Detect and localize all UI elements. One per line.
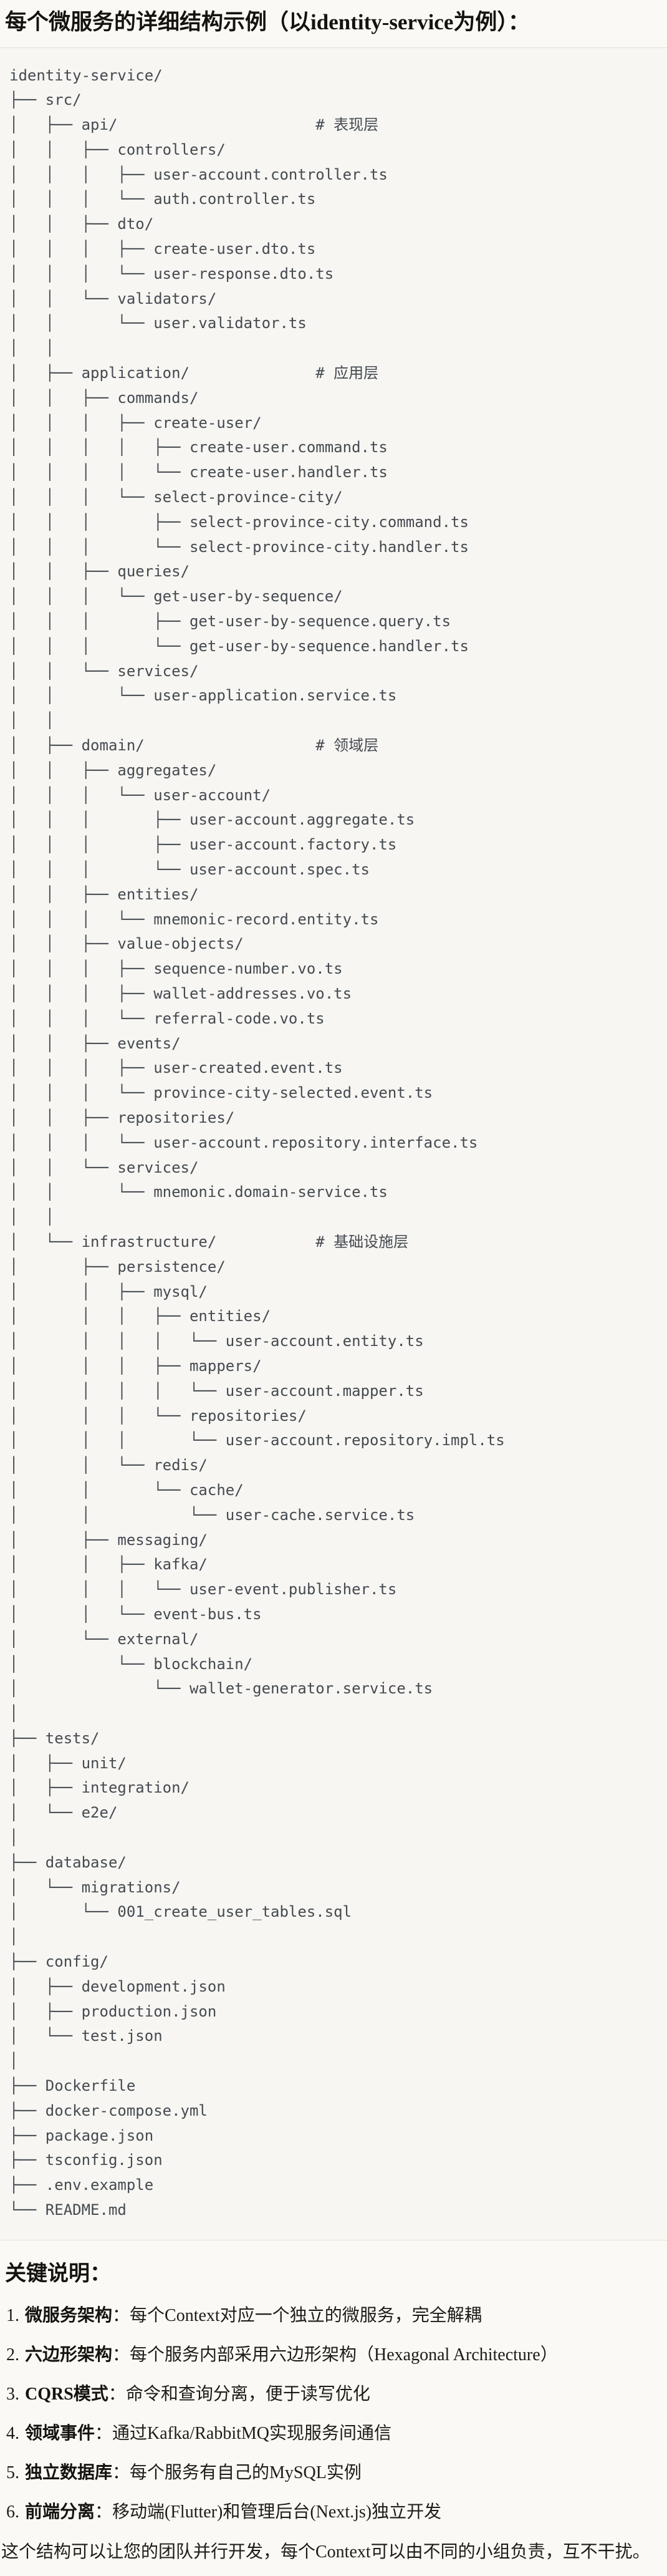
item-number: 4. (6, 2424, 19, 2444)
item-number: 6. (6, 2502, 19, 2522)
item-label: 六边形架构 (25, 2345, 113, 2365)
closing-note: 这个结构可以让您的团队并行开发，每个Context可以由不同的小组负责，互不干扰… (1, 2542, 650, 2562)
item-colon: ： (112, 2345, 130, 2365)
section-heading: 关键说明： (5, 2262, 111, 2285)
list-item: 1. 微服务架构：每个Context对应一个独立的微服务，完全解耦 (6, 2303, 662, 2328)
item-number: 2. (6, 2345, 19, 2365)
item-number: 3. (6, 2385, 19, 2404)
code-block: identity-service/ ├── src/ │ ├── api/ # … (0, 47, 667, 2240)
item-colon: ： (108, 2385, 126, 2404)
list-item: 6. 前端分离：移动端(Flutter)和管理后台(Next.js)独立开发 (6, 2500, 662, 2525)
item-label: 领域事件 (25, 2424, 95, 2444)
page-title: 每个微服务的详细结构示例（以identity-service为例）： (5, 10, 530, 34)
item-number: 5. (6, 2463, 19, 2483)
item-text: 每个服务有自己的MySQL实例 (130, 2463, 362, 2483)
directory-tree: identity-service/ ├── src/ │ ├── api/ # … (9, 66, 505, 2219)
item-colon: ： (95, 2424, 113, 2444)
item-text: 每个Context对应一个独立的微服务，完全解耦 (130, 2306, 482, 2326)
list-item: 4. 领域事件：通过Kafka/RabbitMQ实现服务间通信 (6, 2421, 662, 2446)
item-text: 移动端(Flutter)和管理后台(Next.js)独立开发 (112, 2502, 442, 2522)
list-item: 5. 独立数据库：每个服务有自己的MySQL实例 (6, 2461, 662, 2486)
item-text: 命令和查询分离，便于读写优化 (125, 2385, 370, 2404)
item-label: CQRS模式 (25, 2385, 108, 2404)
list-item: 2. 六边形架构：每个服务内部采用六边形架构（Hexagonal Architec… (6, 2343, 662, 2368)
item-label: 独立数据库 (25, 2463, 113, 2483)
item-text: 每个服务内部采用六边形架构（Hexagonal Architecture） (130, 2345, 558, 2365)
document-content: 每个微服务的详细结构示例（以identity-service为例）： ident… (0, 8, 667, 2576)
list-item: 3. CQRS模式：命令和查询分离，便于读写优化 (6, 2382, 662, 2407)
item-text: 通过Kafka/RabbitMQ实现服务间通信 (112, 2424, 391, 2444)
item-colon: ： (95, 2502, 113, 2522)
item-colon: ： (112, 2463, 130, 2483)
item-label: 微服务架构 (25, 2306, 113, 2326)
item-colon: ： (112, 2306, 130, 2326)
key-points-list: 1.微服务架构：每个Context对应一个独立的微服务，完全解耦 2.六边形架构… (6, 2303, 662, 2525)
item-number: 1. (6, 2306, 19, 2326)
item-label: 前端分离 (25, 2502, 95, 2522)
